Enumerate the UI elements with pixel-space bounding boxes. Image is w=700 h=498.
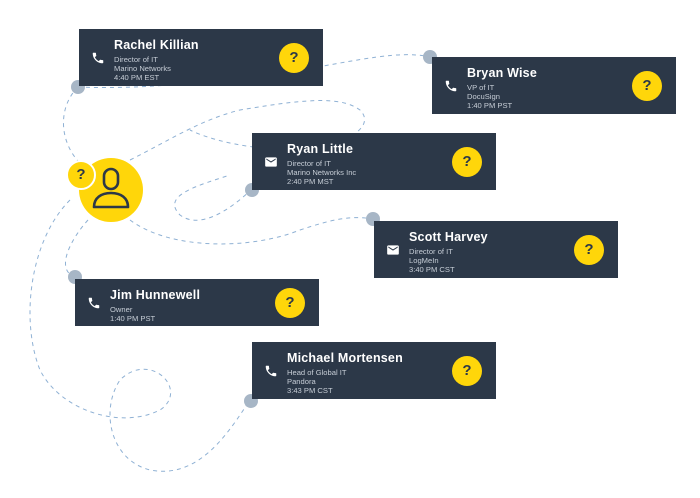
contact-title: VP of IT (467, 83, 495, 92)
contact-title: Head of Global IT (287, 368, 347, 377)
contact-card-bryan-wise[interactable]: Bryan Wise VP of IT DocuSign 1:40 PM PST… (432, 57, 676, 114)
unknown-status-badge[interactable]: ? (632, 70, 662, 101)
contact-name: Ryan Little (287, 142, 354, 156)
contact-company: DocuSign (467, 92, 500, 101)
unknown-status-badge[interactable]: ? (452, 146, 482, 177)
contact-name: Rachel Killian (114, 38, 199, 52)
unknown-status-badge[interactable]: ? (275, 287, 305, 318)
contact-name: Jim Hunnewell (110, 288, 201, 302)
contact-card-jim-hunnewell[interactable]: Jim Hunnewell Owner 1:40 PM PST ? (75, 279, 319, 326)
contact-company: Marino Networks (114, 64, 171, 73)
contact-name: Scott Harvey (409, 230, 488, 244)
contact-title: Owner (110, 305, 133, 314)
contact-details: VP of IT DocuSign 1:40 PM PST (467, 83, 512, 110)
person-icon (92, 167, 130, 209)
contact-time: 1:40 PM PST (110, 314, 156, 323)
contact-company: LogMeIn (409, 256, 439, 265)
contact-card-michael-mortensen[interactable]: Michael Mortensen Head of Global IT Pand… (252, 342, 496, 399)
contact-title: Director of IT (409, 247, 453, 256)
phone-icon (91, 51, 105, 65)
contact-details: Director of IT Marino Networks Inc 2:40 … (287, 159, 356, 186)
contact-card-ryan-little[interactable]: Ryan Little Director of IT Marino Networ… (252, 133, 496, 190)
contact-name: Bryan Wise (467, 66, 537, 80)
unknown-status-badge[interactable]: ? (574, 234, 604, 265)
unknown-status-badge[interactable]: ? (452, 355, 482, 386)
contact-title: Director of IT (114, 55, 158, 64)
mail-icon (264, 155, 278, 169)
contact-time: 3:43 PM CST (287, 386, 333, 395)
unknown-status-badge[interactable]: ? (279, 42, 309, 73)
contact-name: Michael Mortensen (287, 351, 403, 365)
contact-company: Pandora (287, 377, 316, 386)
contact-details: Director of IT Marino Networks 4:40 PM E… (114, 55, 171, 82)
mail-icon (386, 243, 400, 257)
contact-time: 1:40 PM PST (467, 101, 513, 110)
contact-card-scott-harvey[interactable]: Scott Harvey Director of IT LogMeIn 3:40… (374, 221, 618, 278)
phone-icon (87, 296, 101, 310)
contact-card-rachel-killian[interactable]: Rachel Killian Director of IT Marino Net… (79, 29, 323, 86)
contact-details: Director of IT LogMeIn 3:40 PM CST (409, 247, 455, 274)
phone-icon (264, 364, 278, 378)
contact-time: 4:40 PM EST (114, 73, 160, 82)
contact-details: Owner 1:40 PM PST (110, 305, 155, 323)
unknown-status-badge[interactable]: ? (66, 160, 96, 190)
contact-details: Head of Global IT Pandora 3:43 PM CST (287, 368, 347, 395)
contact-time: 2:40 PM MST (287, 177, 334, 186)
contact-title: Director of IT (287, 159, 331, 168)
phone-icon (444, 79, 458, 93)
contact-time: 3:40 PM CST (409, 265, 455, 274)
contact-company: Marino Networks Inc (287, 168, 357, 177)
